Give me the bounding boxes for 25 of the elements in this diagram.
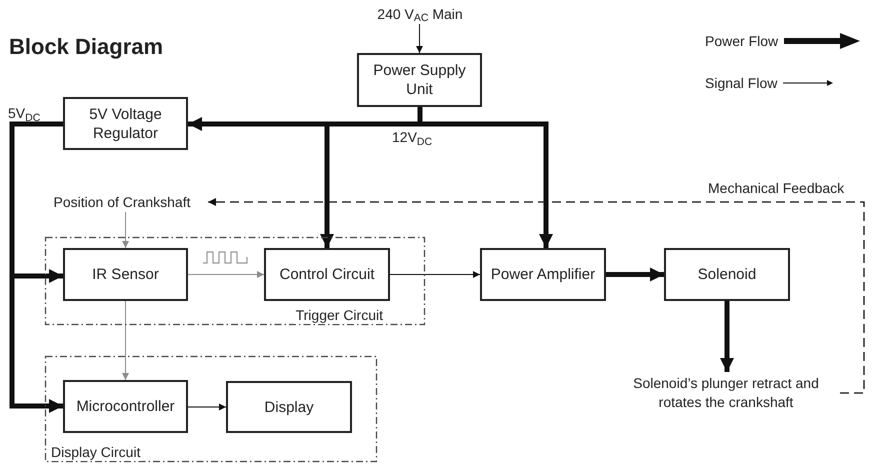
arrow	[606, 268, 664, 282]
process-box: Solenoid	[664, 248, 790, 301]
voltage-label: 5V$_{DC}$	[8, 104, 40, 122]
arrow	[122, 300, 129, 380]
edge-label: Mechanical Feedback	[708, 179, 844, 197]
process-box: Power Supply Unit	[357, 53, 482, 107]
arrow	[188, 404, 226, 410]
legend-label: Power Flow	[705, 32, 778, 50]
legend-label: Signal Flow	[705, 74, 778, 92]
circuit-group	[45, 356, 377, 462]
process-box: 5V Voltage Regulator	[63, 97, 188, 150]
process-box: Power Amplifier	[480, 248, 606, 301]
arrow	[390, 271, 480, 278]
circuit-group	[45, 237, 425, 325]
process-box: Microcontroller	[63, 380, 188, 433]
arrow	[720, 301, 734, 372]
process-box: Display	[226, 381, 352, 433]
arrow	[416, 24, 423, 54]
arrow	[188, 271, 264, 278]
process-box: IR Sensor	[63, 248, 188, 301]
diagram-title: Block Diagram	[9, 33, 164, 61]
feedback-arrow	[208, 198, 865, 394]
arrow	[122, 212, 129, 248]
voltage-label: 12V$_{DC}$	[392, 128, 432, 146]
process-box: Control Circuit	[264, 248, 390, 301]
